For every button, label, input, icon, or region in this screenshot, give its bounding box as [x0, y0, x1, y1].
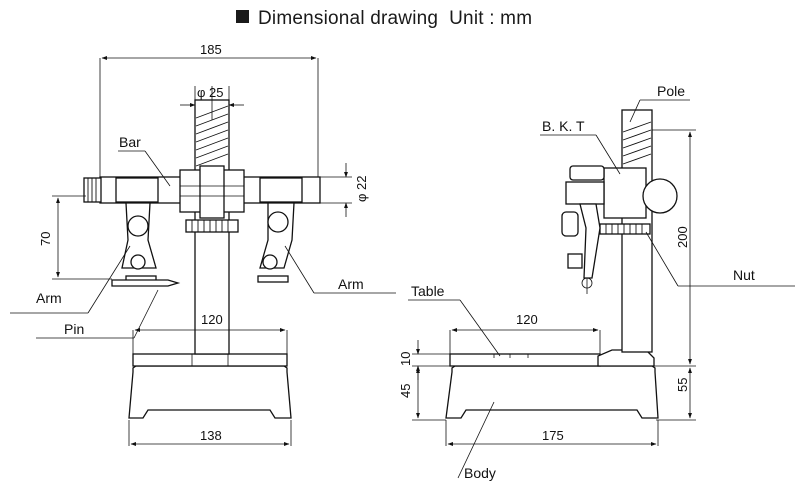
- side-table: [449, 353, 601, 367]
- title-unit: Unit : mm: [449, 8, 533, 29]
- dim-185: 185: [200, 42, 222, 57]
- bullet-square-icon: [236, 10, 249, 23]
- dim-138: 138: [200, 428, 222, 443]
- dim-phi22: φ 22: [354, 175, 369, 202]
- side-nut: [599, 223, 651, 235]
- label-nut: Nut: [733, 267, 755, 283]
- label-arm-left: Arm: [36, 290, 62, 306]
- dim-200: 200: [675, 226, 690, 248]
- dim-120-side: 120: [516, 312, 538, 327]
- front-table: [132, 353, 288, 367]
- title-text: Dimensional drawing: [258, 8, 439, 29]
- side-dimensions: 120 175 200 55 10 45: [398, 129, 696, 446]
- dim-175: 175: [542, 428, 564, 443]
- dim-phi25: φ 25: [197, 85, 224, 100]
- dim-10: 10: [398, 352, 413, 366]
- front-dimensions: 185 φ 25 φ 22 70 120 138: [38, 42, 369, 446]
- front-knob: [83, 177, 102, 203]
- front-nut: [185, 219, 239, 233]
- label-pole: Pole: [657, 83, 685, 99]
- label-table: Table: [411, 283, 445, 299]
- side-view: [445, 109, 678, 419]
- label-pin: Pin: [64, 321, 84, 337]
- label-bkt: B. K. T: [542, 118, 585, 134]
- front-labels: Bar Arm Pin Arm: [10, 134, 396, 339]
- side-bkt: [603, 167, 647, 219]
- front-pin: [111, 279, 181, 287]
- label-bar: Bar: [119, 134, 141, 150]
- side-labels: Pole B. K. T Nut Table Body: [408, 83, 795, 481]
- drawing-title: Dimensional drawing Unit : mm: [236, 8, 532, 30]
- front-view: [83, 86, 321, 419]
- label-body: Body: [464, 465, 496, 481]
- front-pole-thread: [195, 105, 229, 167]
- side-knob: [642, 178, 678, 214]
- knob-knurl: [87, 178, 97, 202]
- front-base: [128, 365, 292, 419]
- dim-45: 45: [398, 384, 413, 398]
- label-arm-right: Arm: [338, 276, 364, 292]
- side-base: [445, 365, 659, 419]
- dim-120-front: 120: [201, 312, 223, 327]
- dim-70: 70: [38, 232, 53, 246]
- side-pole-thread: [622, 121, 652, 165]
- dim-55: 55: [675, 378, 690, 392]
